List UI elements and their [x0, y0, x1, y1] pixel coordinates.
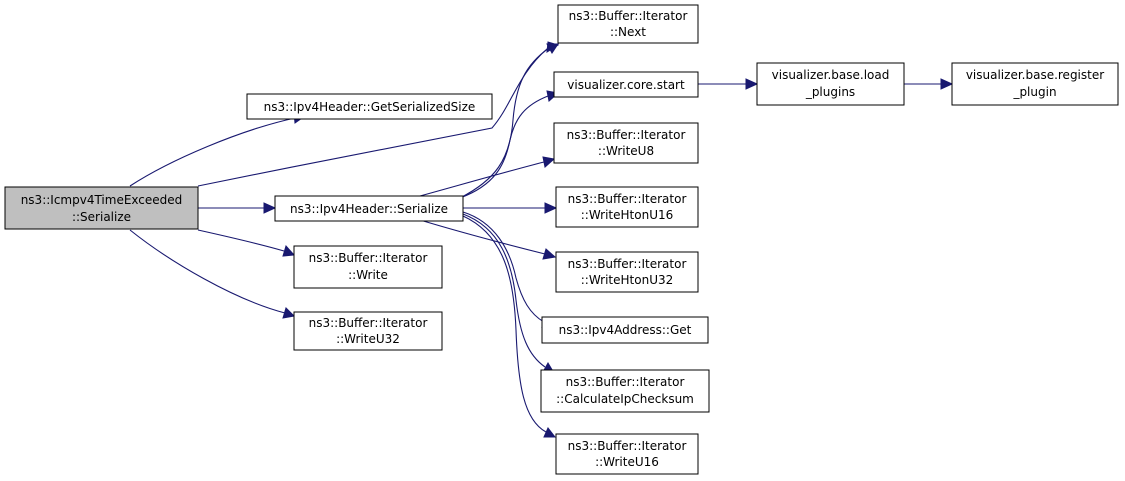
node-buffer-iterator-writehtonu16[interactable]: ns3::Buffer::Iterator ::WriteHtonU16 [555, 186, 699, 228]
node-visualizer-core-start[interactable]: visualizer.core.start [553, 71, 699, 98]
node-label-line2: _plugins [805, 85, 855, 99]
edge-ipv4serialize-to-writehtonu16-arrow [544, 202, 558, 214]
node-ipv4header-getserializedsize[interactable]: ns3::Ipv4Header::GetSerializedSize [246, 93, 493, 120]
edge-ipv4serialize-to-addrget [462, 211, 545, 323]
node-icmpv4timeexceeded-serialize[interactable]: ns3::Icmpv4TimeExceeded ::Serialize [4, 186, 199, 230]
edge-ipv4serialize-to-writehtonu32-arrow [542, 248, 557, 260]
node-label-line1: ns3::Buffer::Iterator [568, 439, 687, 453]
edge-root-to-getserializedsize [129, 117, 296, 187]
node-label-line1: ns3::Buffer::Iterator [569, 9, 688, 23]
edge-ipv4serialize-to-writeu16 [462, 215, 547, 433]
edge-ipv4serialize-to-checksum [462, 213, 546, 368]
node-buffer-iterator-writeu32[interactable]: ns3::Buffer::Iterator ::WriteU32 [293, 311, 443, 351]
node-label-line2: _plugin [1012, 85, 1056, 99]
node-buffer-iterator-next[interactable]: ns3::Buffer::Iterator ::Next [557, 4, 699, 44]
node-label-line2: ::WriteU8 [598, 144, 654, 158]
edge-loadplugins-to-registerplugin-arrow [940, 78, 954, 90]
edge-ipv4serialize-to-next [459, 47, 550, 199]
node-label-line1: ns3::Buffer::Iterator [568, 257, 687, 271]
node-label-line1: ns3::Buffer::Iterator [566, 375, 685, 389]
edge-root-to-next [197, 47, 549, 187]
node-buffer-iterator-writeu16[interactable]: ns3::Buffer::Iterator ::WriteU16 [555, 433, 699, 475]
edge-root-to-writeu32-arrow [282, 307, 296, 319]
node-buffer-iterator-calculateipchecksum[interactable]: ns3::Buffer::Iterator ::CalculateIpCheck… [540, 369, 710, 413]
node-label-line1: visualizer.base.register [966, 68, 1104, 82]
edge-root-to-write-arrow [282, 244, 296, 257]
node-buffer-iterator-write[interactable]: ns3::Buffer::Iterator ::Write [293, 245, 443, 289]
edge-ipv4serialize-to-writeu8-arrow [542, 156, 556, 168]
node-ipv4address-get[interactable]: ns3::Ipv4Address::Get [541, 316, 709, 344]
node-label-line2: ::Write [348, 268, 388, 282]
node-label: ns3::Ipv4Address::Get [559, 323, 692, 337]
node-label-line1: visualizer.base.load [772, 68, 890, 82]
node-label-line1: ns3::Icmpv4TimeExceeded [21, 193, 183, 207]
node-label: visualizer.core.start [567, 78, 685, 92]
node-label-line1: ns3::Buffer::Iterator [568, 192, 687, 206]
node-label-line2: ::WriteU16 [595, 455, 659, 469]
node-ipv4header-serialize[interactable]: ns3::Ipv4Header::Serialize [274, 195, 464, 222]
node-label-line2: ::Next [610, 25, 646, 39]
edge-ipv4serialize-to-writeu8 [419, 161, 545, 197]
edge-ipv4serialize-to-next-arrow [546, 43, 559, 54]
edge-ipv4serialize-to-writeu16-arrow [543, 427, 557, 438]
edge-ipv4serialize-to-writehtonu32 [419, 219, 546, 255]
node-label-line1: ns3::Buffer::Iterator [567, 128, 686, 142]
edge-root-to-ipv4serialize-arrow [263, 202, 277, 214]
node-buffer-iterator-writeu8[interactable]: ns3::Buffer::Iterator ::WriteU8 [553, 122, 699, 164]
node-label: ns3::Ipv4Header::Serialize [290, 202, 448, 216]
edge-root-to-writeu32 [129, 229, 286, 314]
node-label-line2: ::WriteU32 [336, 332, 400, 346]
node-label-line2: ::WriteHtonU32 [581, 273, 674, 287]
node-buffer-iterator-writehtonu32[interactable]: ns3::Buffer::Iterator ::WriteHtonU32 [555, 251, 699, 293]
node-label-line1: ns3::Buffer::Iterator [309, 316, 428, 330]
edge-ipv4serialize-to-vizstart [459, 95, 549, 199]
edge-vizstart-to-loadplugins-arrow [745, 78, 759, 90]
node-label-line2: ::CalculateIpChecksum [556, 392, 694, 406]
node-label-line2: ::Serialize [72, 210, 131, 224]
node-label-line2: ::WriteHtonU16 [581, 208, 674, 222]
node-label-line1: ns3::Buffer::Iterator [309, 251, 428, 265]
node-visualizer-base-register-plugin[interactable]: visualizer.base.register _plugin [951, 62, 1119, 106]
edge-root-to-write [197, 229, 285, 252]
node-visualizer-base-load-plugins[interactable]: visualizer.base.load _plugins [756, 62, 905, 106]
node-label: ns3::Ipv4Header::GetSerializedSize [264, 100, 476, 114]
